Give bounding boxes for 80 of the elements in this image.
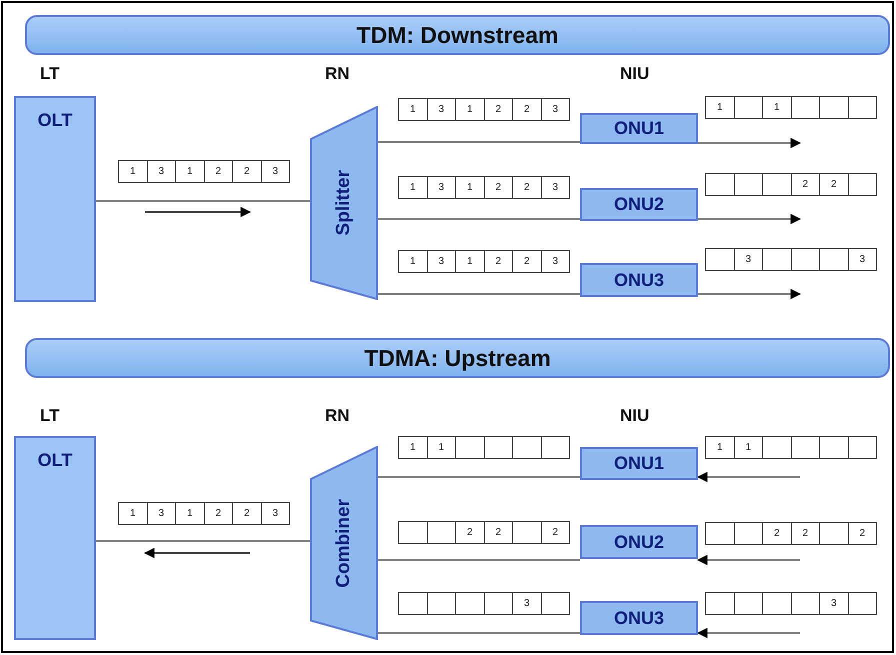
time-slot: 2 xyxy=(484,98,513,121)
time-slot: 2 xyxy=(819,173,848,196)
time-slot: 2 xyxy=(455,521,484,544)
olt-box: OLT xyxy=(14,96,96,302)
arrow xyxy=(696,554,800,566)
fiber-line xyxy=(378,293,580,295)
time-slot: 2 xyxy=(848,522,877,545)
time-slot: 2 xyxy=(512,98,542,121)
time-slot: 1 xyxy=(762,96,792,119)
time-slot: 3 xyxy=(848,248,877,271)
time-slot: 3 xyxy=(540,250,570,273)
time-slot: 3 xyxy=(426,176,456,199)
column-heading: LT xyxy=(40,406,60,426)
onu-box: ONU1 xyxy=(580,447,698,480)
time-slot: 1 xyxy=(398,250,428,273)
time-slot: 1 xyxy=(175,160,204,183)
onu-box: ONU1 xyxy=(580,113,698,144)
time-slot: 3 xyxy=(426,98,456,121)
time-slot: 2 xyxy=(484,250,513,273)
fiber-line xyxy=(378,476,580,478)
fiber-line xyxy=(378,632,580,634)
time-slot: 1 xyxy=(118,502,148,525)
time-slot: 3 xyxy=(540,98,570,121)
time-slot: 1 xyxy=(398,98,428,121)
arrow xyxy=(698,138,802,148)
time-slot: 3 xyxy=(260,160,290,183)
olt-box: OLT xyxy=(14,436,96,640)
time-slot: 1 xyxy=(734,436,763,459)
arrow xyxy=(696,628,800,638)
time-slot: 3 xyxy=(540,176,570,199)
time-slot: 2 xyxy=(790,173,820,196)
time-slot: 2 xyxy=(484,521,513,544)
arrow xyxy=(698,288,802,300)
onu-box: ONU3 xyxy=(580,601,698,635)
time-slot: 3 xyxy=(734,248,763,271)
time-slot: 1 xyxy=(118,160,148,183)
time-slot: 2 xyxy=(512,176,542,199)
section-banner: TDMA: Upstream xyxy=(25,338,890,378)
time-slot: 1 xyxy=(398,176,428,199)
fiber-line xyxy=(378,218,580,220)
time-slot: 1 xyxy=(705,436,734,459)
time-slot: 2 xyxy=(484,176,513,199)
onu-box: ONU3 xyxy=(580,263,698,297)
time-slot: 1 xyxy=(426,436,456,459)
time-slot: 1 xyxy=(455,98,484,121)
time-slot: 2 xyxy=(790,522,820,545)
time-slot: 3 xyxy=(512,592,542,615)
time-slot: 2 xyxy=(204,160,233,183)
fiber-line xyxy=(378,141,580,143)
fiber-line xyxy=(96,200,310,202)
time-slot: 2 xyxy=(512,250,542,273)
arrow xyxy=(696,472,800,482)
onu-box: ONU2 xyxy=(580,525,698,559)
time-slot: 3 xyxy=(260,502,290,525)
time-slot: 1 xyxy=(455,176,484,199)
time-slot: 1 xyxy=(705,96,734,119)
time-slot: 2 xyxy=(204,502,233,525)
time-slot: 2 xyxy=(540,521,570,544)
column-heading: LT xyxy=(40,64,60,84)
column-heading: NIU xyxy=(620,406,650,426)
time-slot: 1 xyxy=(175,502,204,525)
column-heading: RN xyxy=(325,64,350,84)
section-banner: TDM: Downstream xyxy=(25,15,890,55)
time-slot: 3 xyxy=(426,250,456,273)
time-slot: 1 xyxy=(398,436,428,459)
fiber-line xyxy=(378,559,580,561)
time-slot: 1 xyxy=(455,250,484,273)
column-heading: RN xyxy=(325,406,350,426)
arrow xyxy=(698,214,802,224)
onu-box: ONU2 xyxy=(580,188,698,221)
time-slot: 3 xyxy=(146,160,176,183)
time-slot: 2 xyxy=(232,160,262,183)
time-slot: 3 xyxy=(819,592,848,615)
device-label: Combiner xyxy=(333,498,355,588)
time-slot: 3 xyxy=(146,502,176,525)
fiber-line xyxy=(96,540,310,542)
device-label: Splitter xyxy=(333,170,355,236)
time-slot: 2 xyxy=(762,522,792,545)
time-slot: 2 xyxy=(232,502,262,525)
column-heading: NIU xyxy=(620,64,650,84)
